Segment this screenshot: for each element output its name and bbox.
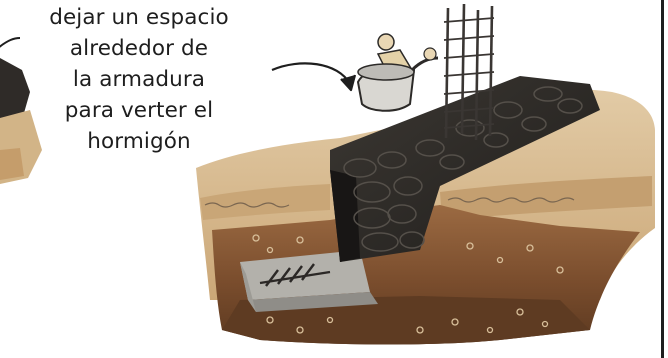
callout-arrow [272, 63, 355, 90]
caption-line-4: para verter el [8, 95, 270, 126]
caption-line-2: alrededor de [8, 33, 270, 64]
caption-line-5: hormigón [8, 126, 270, 157]
caption-line-3: la armadura [8, 64, 270, 95]
caption-line-1: dejar un espacio [8, 2, 270, 33]
callout-caption: dejar un espacio alrededor de la armadur… [8, 2, 270, 157]
worker-pouring-bucket [358, 34, 438, 111]
panel-border [661, 0, 664, 358]
